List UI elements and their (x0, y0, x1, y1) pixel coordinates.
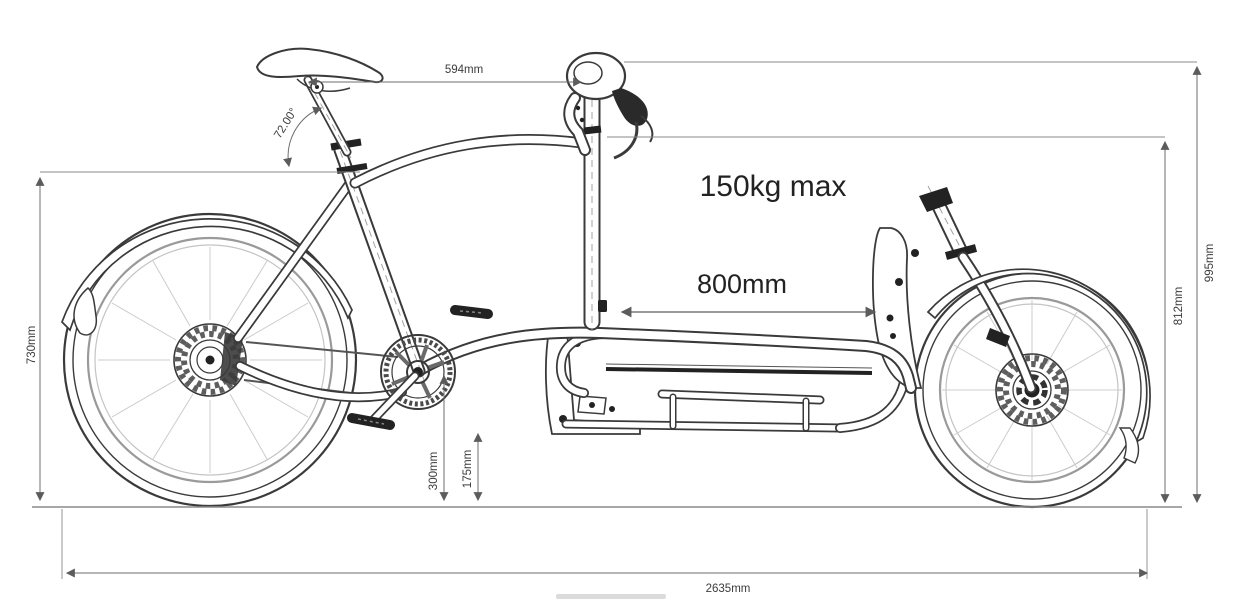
label-stem-height: 812mm (1173, 287, 1185, 325)
label-overall-length: 2635mm (706, 583, 751, 595)
rear-spokes (98, 247, 322, 473)
rear-brake-arm (220, 332, 243, 386)
label-frame-rear-height: 730mm (26, 326, 38, 364)
cargo-deck (605, 367, 873, 375)
deck-top-edge (605, 363, 873, 369)
head-tube-cap (919, 187, 953, 212)
pedal-upper (450, 305, 493, 319)
fender-stay-tab (73, 286, 98, 336)
front-mudflap (1118, 427, 1140, 464)
rear-wheel (61, 212, 399, 508)
label-bottom-bracket-height: 300mm (428, 452, 440, 490)
brake-lever-body (612, 88, 648, 126)
frame-collar (336, 163, 368, 174)
handlebar (565, 51, 654, 160)
brake-lever-blade (613, 121, 639, 160)
label-deck-height: 175mm (462, 450, 474, 488)
headset-spacer (583, 125, 602, 135)
label-seat-tube-angle: 72.00° (272, 106, 300, 141)
crankset (347, 305, 493, 430)
label-cargo-length: 800mm (697, 269, 787, 299)
steerer-bolt (598, 300, 607, 312)
frame (233, 71, 1037, 403)
rear-hub-disc (173, 323, 247, 397)
cropped-watermark-smudge (556, 594, 666, 599)
rear-fender (61, 218, 353, 336)
front-brake-caliper (986, 328, 1010, 347)
saddle (255, 47, 384, 94)
label-payload-max: 150kg max (700, 170, 847, 203)
dim-seat-angle-arc (283, 106, 323, 168)
label-handlebar-height: 995mm (1204, 244, 1216, 282)
label-saddle-to-stem: 594mm (445, 64, 483, 76)
front-fender (926, 268, 1151, 464)
